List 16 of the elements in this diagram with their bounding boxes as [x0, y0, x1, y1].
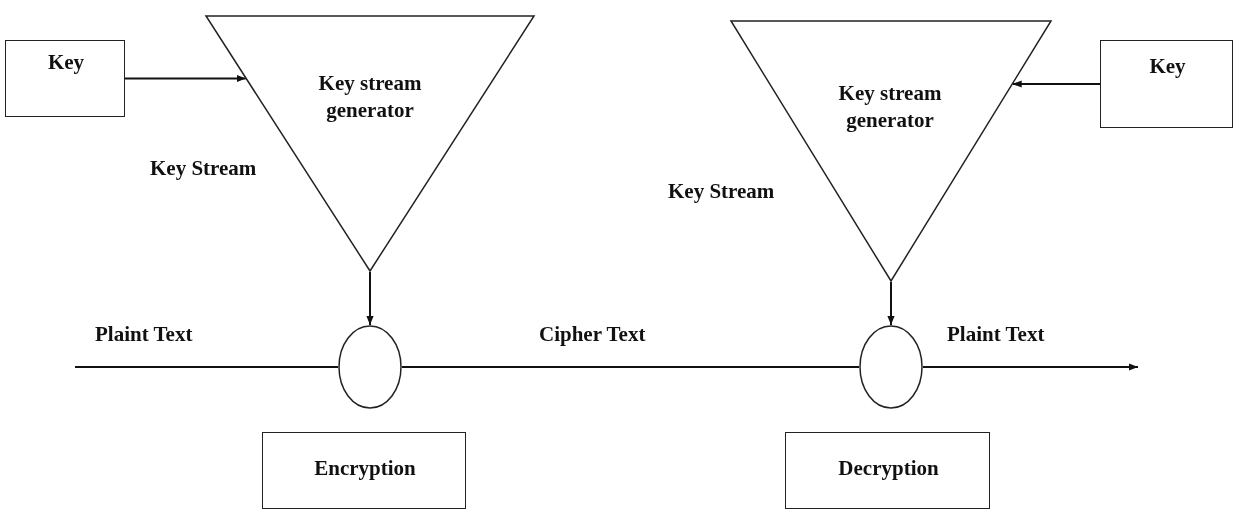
node-label: Key stream generator: [317, 70, 423, 125]
node-label: Key: [46, 49, 86, 76]
node-label: Key: [1148, 53, 1187, 80]
arrow: [366, 271, 374, 326]
key-box: [5, 40, 125, 117]
node-label: Decryption: [837, 455, 940, 482]
stream-label: Key Stream: [150, 155, 257, 182]
arrow: [124, 74, 247, 83]
encryption-box: [262, 432, 466, 509]
arrow: [887, 281, 895, 326]
decryption-box: [785, 432, 990, 509]
key-box: [1100, 40, 1233, 128]
stream-label: Key Stream: [668, 178, 775, 205]
node-label: Encryption: [313, 455, 417, 482]
node-label: Key stream generator: [837, 80, 943, 135]
arrow: [922, 363, 1139, 371]
